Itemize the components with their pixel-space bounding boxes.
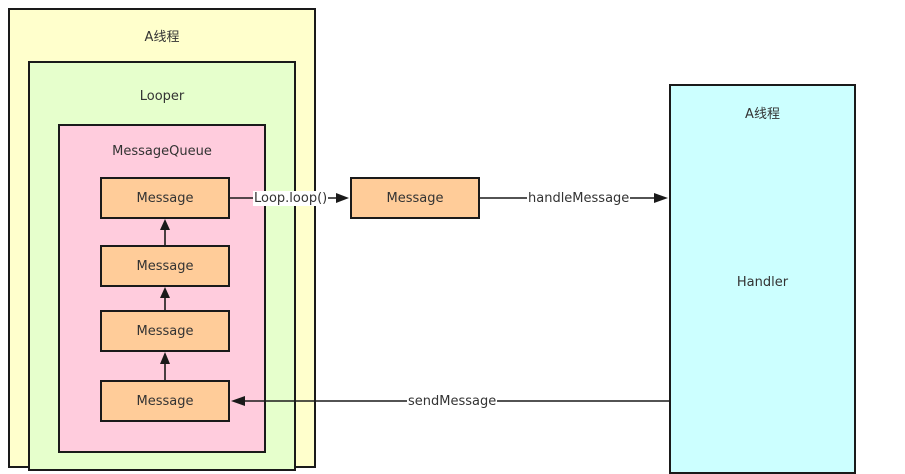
queue-message-3: Message: [100, 310, 230, 352]
handle-arrowhead: [654, 193, 668, 203]
handler-label: Handler: [736, 275, 789, 290]
handle-edge-label: handleMessage: [527, 191, 631, 206]
queue-message-label: Message: [136, 258, 194, 274]
looped-message-label: Message: [386, 190, 444, 206]
looped-message: Message: [350, 177, 480, 219]
queue-message-2: Message: [100, 245, 230, 287]
loop-arrowhead: [336, 193, 349, 203]
queue-message-label: Message: [136, 393, 194, 409]
queue-message-1: Message: [100, 177, 230, 219]
queue-message-label: Message: [136, 323, 194, 339]
handler-thread-title: A线程: [745, 107, 780, 122]
looper-title: Looper: [139, 89, 185, 104]
message-queue-title: MessageQueue: [112, 144, 212, 159]
queue-message-4: Message: [100, 380, 230, 422]
loop-edge-label: Loop.loop(): [253, 191, 329, 206]
handler-thread-container: [669, 84, 856, 474]
thread-a-title: A线程: [144, 30, 180, 45]
send-edge-label: sendMessage: [407, 394, 498, 409]
queue-message-label: Message: [136, 190, 194, 206]
